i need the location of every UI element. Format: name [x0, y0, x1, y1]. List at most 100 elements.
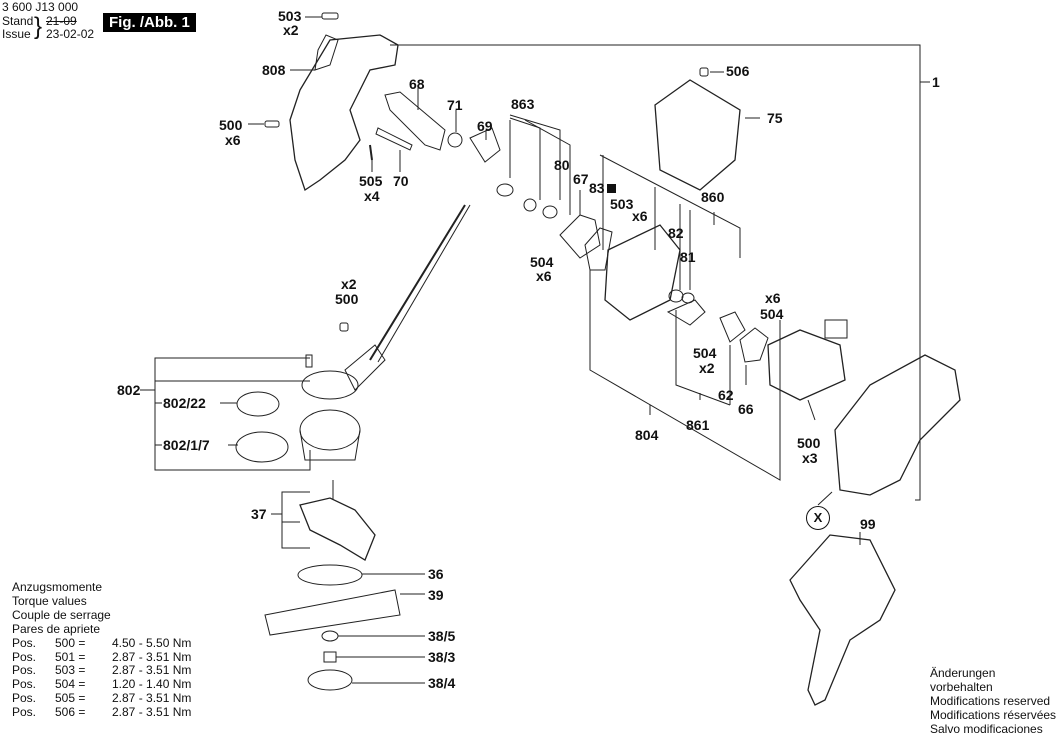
torque-title-fr: Couple de serrage	[12, 607, 111, 622]
electronics-part	[767, 329, 846, 401]
window-part-808	[314, 34, 339, 71]
ring-part-71	[447, 132, 463, 148]
o-ring-802-22	[236, 391, 280, 417]
label-505-qty: x4	[364, 188, 380, 204]
spool-head-part	[301, 370, 359, 400]
label-39: 39	[428, 587, 444, 603]
label-38-5: 38/5	[428, 628, 456, 644]
part-number: 3 600 J13 000	[2, 0, 79, 14]
modifications-fr: Modifications réservées	[930, 707, 1057, 722]
flange-part-36	[297, 564, 363, 586]
label-503-top: 503	[278, 8, 302, 24]
label-504-right-qty: x6	[765, 290, 781, 306]
stand-label: Stand	[2, 14, 34, 28]
label-38-4: 38/4	[428, 675, 456, 691]
torque-pos: 506 =	[55, 705, 86, 720]
torque-value: 4.50 - 5.50 Nm	[112, 635, 192, 650]
label-504-left: 504	[530, 254, 554, 270]
screw-500-mid	[339, 322, 349, 332]
torque-row: Pos. 500 = 4.50 - 5.50 Nm	[12, 635, 192, 651]
label-505: 505	[359, 173, 383, 189]
screw-802	[305, 354, 313, 368]
label-802: 802	[117, 382, 141, 398]
switch-part-68	[384, 91, 446, 151]
connection-marker-x: X	[806, 506, 830, 530]
label-37: 37	[251, 506, 267, 522]
gasket-part-62	[719, 311, 746, 343]
modifications-en: Modifications reserved	[930, 693, 1051, 708]
stand-value-struck: 21-09	[46, 14, 77, 28]
torque-value: 2.87 - 3.51 Nm	[112, 663, 192, 678]
label-69: 69	[477, 118, 493, 134]
label-808: 808	[262, 62, 286, 78]
part-69	[469, 127, 501, 163]
torque-row: Pos. 504 = 1.20 - 1.40 Nm	[12, 677, 192, 692]
torque-prefix: Pos.	[12, 677, 37, 692]
label-802-1-7: 802/1/7	[163, 437, 210, 453]
issue-label: Issue	[2, 27, 31, 41]
seal-ring	[523, 198, 537, 212]
torque-prefix: Pos.	[12, 635, 37, 650]
torque-row: Pos.501 =2.87 - 3.51 Nm	[12, 649, 191, 665]
new-part-marker-icon	[606, 184, 616, 193]
label-506: 506	[726, 63, 750, 79]
torque-prefix: Pos.	[12, 691, 37, 706]
brace-icon: }	[34, 13, 43, 40]
screw-500-left	[264, 120, 280, 128]
label-67: 67	[573, 171, 589, 187]
torque-pos: 501 =	[55, 649, 86, 664]
modifications-de: Änderungen vorbehalten	[930, 666, 996, 694]
bearing-part	[496, 183, 514, 197]
screw-505	[369, 144, 373, 161]
label-81: 81	[680, 249, 696, 265]
handle-part-99	[789, 534, 896, 706]
label-38-3: 38/3	[428, 649, 456, 665]
label-500-mid: 500	[335, 291, 359, 307]
figure-label: Fig. /Abb. 1	[103, 13, 196, 32]
label-83-text: 83	[589, 180, 605, 196]
label-71: 71	[447, 97, 463, 113]
torque-title-es: Pares de apriete	[12, 621, 101, 636]
label-80: 80	[554, 157, 570, 173]
torque-value: 1.20 - 1.40 Nm	[112, 677, 192, 692]
frame-part-67	[559, 214, 601, 259]
label-804: 804	[635, 427, 659, 443]
torque-pos: 505 =	[55, 691, 86, 706]
rod-part-70	[375, 127, 413, 151]
torque-prefix: Pos.	[12, 663, 37, 678]
modifications-notice: Änderungen vorbehalten Modifications res…	[930, 666, 1061, 737]
label-62: 62	[718, 387, 734, 403]
label-500-right: 500	[797, 435, 821, 451]
torque-prefix: Pos.	[12, 705, 37, 720]
label-504-mid-qty: x2	[699, 360, 715, 376]
label-82: 82	[668, 225, 684, 241]
torque-pos: 504 =	[55, 677, 86, 692]
clamp-part	[344, 344, 386, 391]
label-75: 75	[767, 110, 783, 126]
shaft-part	[369, 204, 466, 361]
label-500-right-qty: x3	[802, 450, 818, 466]
blade-part-39	[264, 589, 401, 636]
label-70: 70	[393, 173, 409, 189]
nut-part-38-3	[323, 651, 337, 663]
guard-part	[299, 497, 376, 561]
torque-values-table: Anzugsmomente Torque values Couple de se…	[12, 580, 192, 720]
label-802-22: 802/22	[163, 395, 206, 411]
cover-part-75	[654, 79, 741, 191]
housing-left-part	[289, 34, 399, 192]
torque-value: 2.87 - 3.51 Nm	[112, 705, 192, 720]
sensor-part	[666, 299, 706, 326]
torque-pos: 500 =	[55, 635, 86, 650]
modifications-es: Salvo modificaciones	[930, 721, 1043, 736]
torque-title-de: Anzugsmomente	[12, 580, 103, 594]
screw-506	[699, 67, 709, 77]
label-500-mid-qty: x2	[341, 276, 357, 292]
o-ring-802-1-7	[235, 431, 289, 463]
frame-part-83	[584, 227, 613, 271]
label-500-left: 500	[219, 117, 243, 133]
housing-right-part	[834, 354, 961, 496]
label-504-mid: 504	[693, 345, 717, 361]
torque-title-en: Torque values	[12, 593, 87, 608]
cap-part-38-4	[307, 669, 353, 691]
torque-prefix: Pos.	[12, 649, 37, 664]
